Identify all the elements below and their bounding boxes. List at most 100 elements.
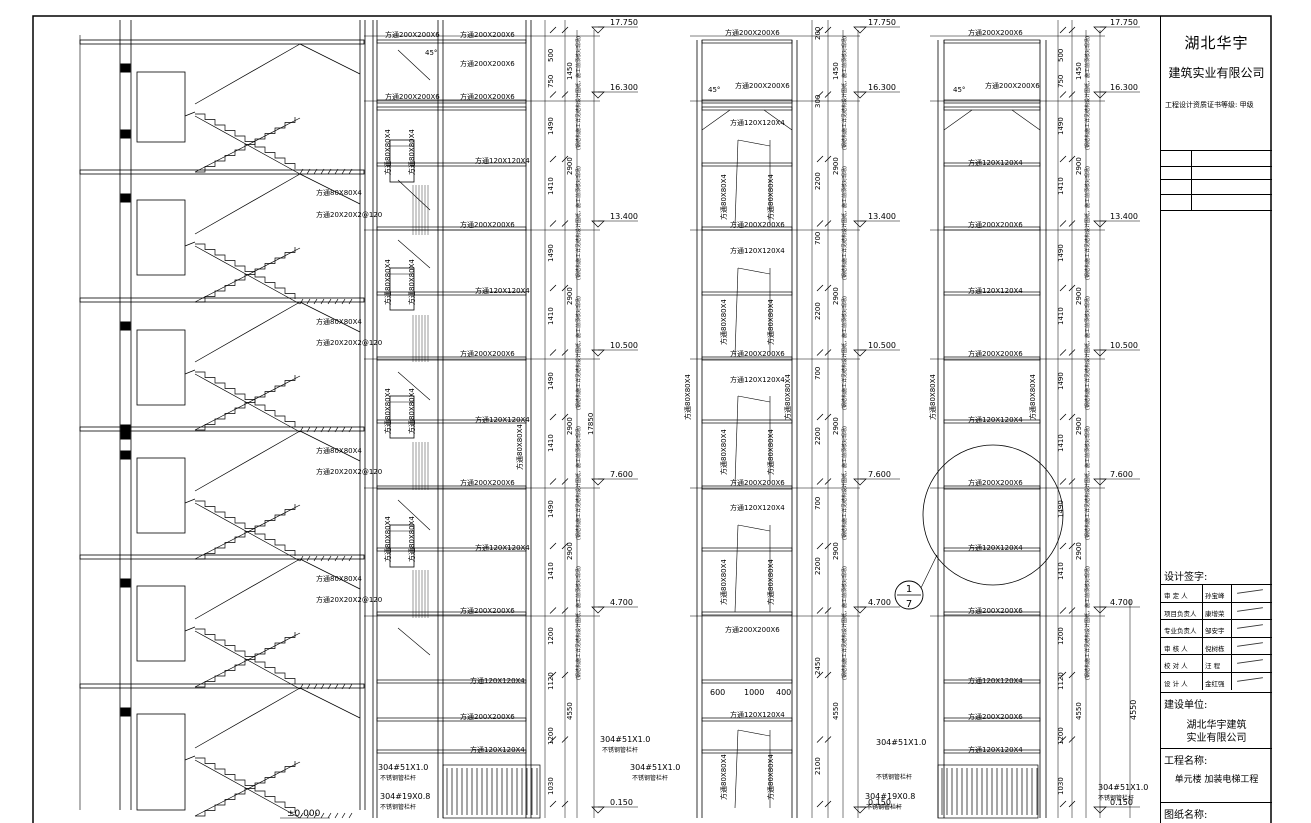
dimension: 1410 <box>1057 177 1065 195</box>
signature-name: 倪树栋 <box>1205 644 1225 653</box>
steel-beam <box>701 162 793 167</box>
steel-beam <box>701 356 793 361</box>
dimension: 2200 <box>814 557 822 575</box>
steel-beam <box>376 717 527 722</box>
vertical-note: (钢结构施工详见结构设计图纸，施工前须核对现场) <box>575 166 582 280</box>
member-label: 方通20X20X2@120 <box>316 338 382 347</box>
angle-label: 45° <box>953 86 965 94</box>
vertical-note: (钢结构施工详见结构设计图纸，施工前须核对现场) <box>575 36 582 150</box>
dimension: 4550 <box>832 702 840 720</box>
column-label: 方通80X80X4 <box>383 129 392 175</box>
steel-beam <box>943 717 1041 722</box>
member-label: 方通120X120X4 <box>470 676 525 685</box>
steel-beam <box>943 547 1041 552</box>
member-label: 方通200X200X6 <box>968 712 1023 721</box>
column-label: 方通80X80X4 <box>766 429 775 475</box>
svg-text:304#51X1.0: 304#51X1.0 <box>378 763 428 772</box>
member-label: 方通120X120X4 <box>470 745 525 754</box>
ground-level-label: ±0.000 <box>287 809 321 819</box>
dimension: 2900 <box>832 287 840 305</box>
steel-beam <box>376 106 527 111</box>
member-label: 方通120X120X4 <box>475 543 530 552</box>
steel-beam <box>376 291 527 296</box>
steel-beam <box>376 419 527 424</box>
handwritten-signature <box>1237 606 1263 612</box>
member-label: 方通120X120X4 <box>968 415 1023 424</box>
member-label: 方通120X120X4 <box>968 543 1023 552</box>
dimension: 1120 <box>547 672 555 690</box>
signature-role: 审 定 人 <box>1164 592 1188 600</box>
steel-beam <box>943 162 1041 167</box>
member-label: 方通120X120X4 <box>968 745 1023 754</box>
column-label: 方通80X80X4 <box>719 429 728 475</box>
steel-beam <box>376 162 527 167</box>
signature-role: 专业负责人 <box>1164 627 1197 635</box>
company-name-line2: 建筑实业有限公司 <box>1168 66 1265 80</box>
project-label: 工程名称: <box>1164 756 1208 767</box>
member-label: 方通20X20X2@120 <box>316 595 382 604</box>
handwritten-signature <box>1237 676 1263 682</box>
member-label: 方通120X120X4 <box>475 156 530 165</box>
column-label: 方通80X80X4 <box>515 424 524 470</box>
stair-flight <box>195 500 296 556</box>
dimension: 1490 <box>1057 117 1065 135</box>
level-marker: 13.400 <box>610 212 638 221</box>
steel-beam <box>701 749 793 754</box>
signature-role: 项目负责人 <box>1164 609 1197 618</box>
dimension: 2450 <box>814 657 822 675</box>
dimension: 300 <box>814 95 822 108</box>
stair-section-view <box>79 20 366 811</box>
member-label: 方通200X200X6 <box>725 28 780 37</box>
member-label: 方通200X200X6 <box>985 81 1040 90</box>
signature-row: 审 核 人 倪树栋 <box>1161 636 1272 655</box>
dimension: 4550 <box>1075 702 1083 720</box>
member-label: 方通20X20X2@120 <box>316 467 382 476</box>
signature-row: 校 对 人汪 程 <box>1161 654 1272 672</box>
dimension: 1410 <box>1057 562 1065 580</box>
vertical-note: (钢结构施工详见结构设计图纸，施工前须核对现场) <box>841 36 848 150</box>
svg-text:不锈钢管栏杆: 不锈钢管栏杆 <box>876 773 912 781</box>
member-label: 方通120X120X4 <box>730 118 785 127</box>
dimension: 2900 <box>566 287 574 305</box>
dimension: 1410 <box>547 177 555 195</box>
dimension: 1490 <box>1057 500 1065 518</box>
member-label: 方通200X200X6 <box>460 220 515 229</box>
column-label: 方通80X80X4 <box>766 174 775 220</box>
signature-row: 审 定 人孙宝峰 <box>1161 584 1272 602</box>
steel-beam <box>701 679 793 684</box>
member-label: 方通200X200X6 <box>968 478 1023 487</box>
dimension: 2900 <box>832 542 840 560</box>
member-label: 方通200X200X6 <box>460 606 515 615</box>
svg-text:不锈钢管栏杆: 不锈钢管栏杆 <box>602 746 638 754</box>
signature-name: 汪 程 <box>1205 662 1221 670</box>
steel-beam <box>701 99 793 104</box>
steel-beam <box>943 611 1041 616</box>
member-label: 方通120X120X4 <box>730 503 785 512</box>
level-marker: 10.500 <box>1110 341 1138 350</box>
member-label: 方通80X80X4 <box>316 188 362 197</box>
svg-text:不锈钢管栏杆: 不锈钢管栏杆 <box>632 774 668 782</box>
floor-slab <box>79 426 365 432</box>
level-marker: 17.750 <box>610 18 638 27</box>
detail-sheet: 7 <box>906 599 912 610</box>
column-label: 方通80X80X4 <box>766 559 775 605</box>
column-label: 方通80X80X4 <box>783 374 792 420</box>
member-label: 方通20X20X2@120 <box>316 210 382 219</box>
dimension: 2200 <box>814 302 822 320</box>
column-label: 方通80X80X4 <box>719 754 728 800</box>
right-dimension: 4550 <box>1129 700 1138 720</box>
railings <box>442 764 1039 819</box>
steel-beam <box>376 99 527 104</box>
vertical-note: (钢结构施工详见结构设计图纸，施工前须核对现场) <box>1084 426 1091 540</box>
level-marker: 13.400 <box>1110 212 1138 221</box>
svg-text:304#51X1.0: 304#51X1.0 <box>876 738 926 747</box>
member-label: 方通200X200X6 <box>968 28 1023 37</box>
dimension: 1030 <box>1057 777 1065 795</box>
level-marker: 16.300 <box>868 83 896 92</box>
steel-beam <box>701 547 793 552</box>
svg-text:不锈钢管栏杆: 不锈钢管栏杆 <box>1098 794 1134 802</box>
signature-role: 审 核 人 <box>1164 644 1188 653</box>
dimension: 1490 <box>1057 372 1065 390</box>
vertical-note: (钢结构施工详见结构设计图纸，施工前须核对现场) <box>841 296 848 410</box>
